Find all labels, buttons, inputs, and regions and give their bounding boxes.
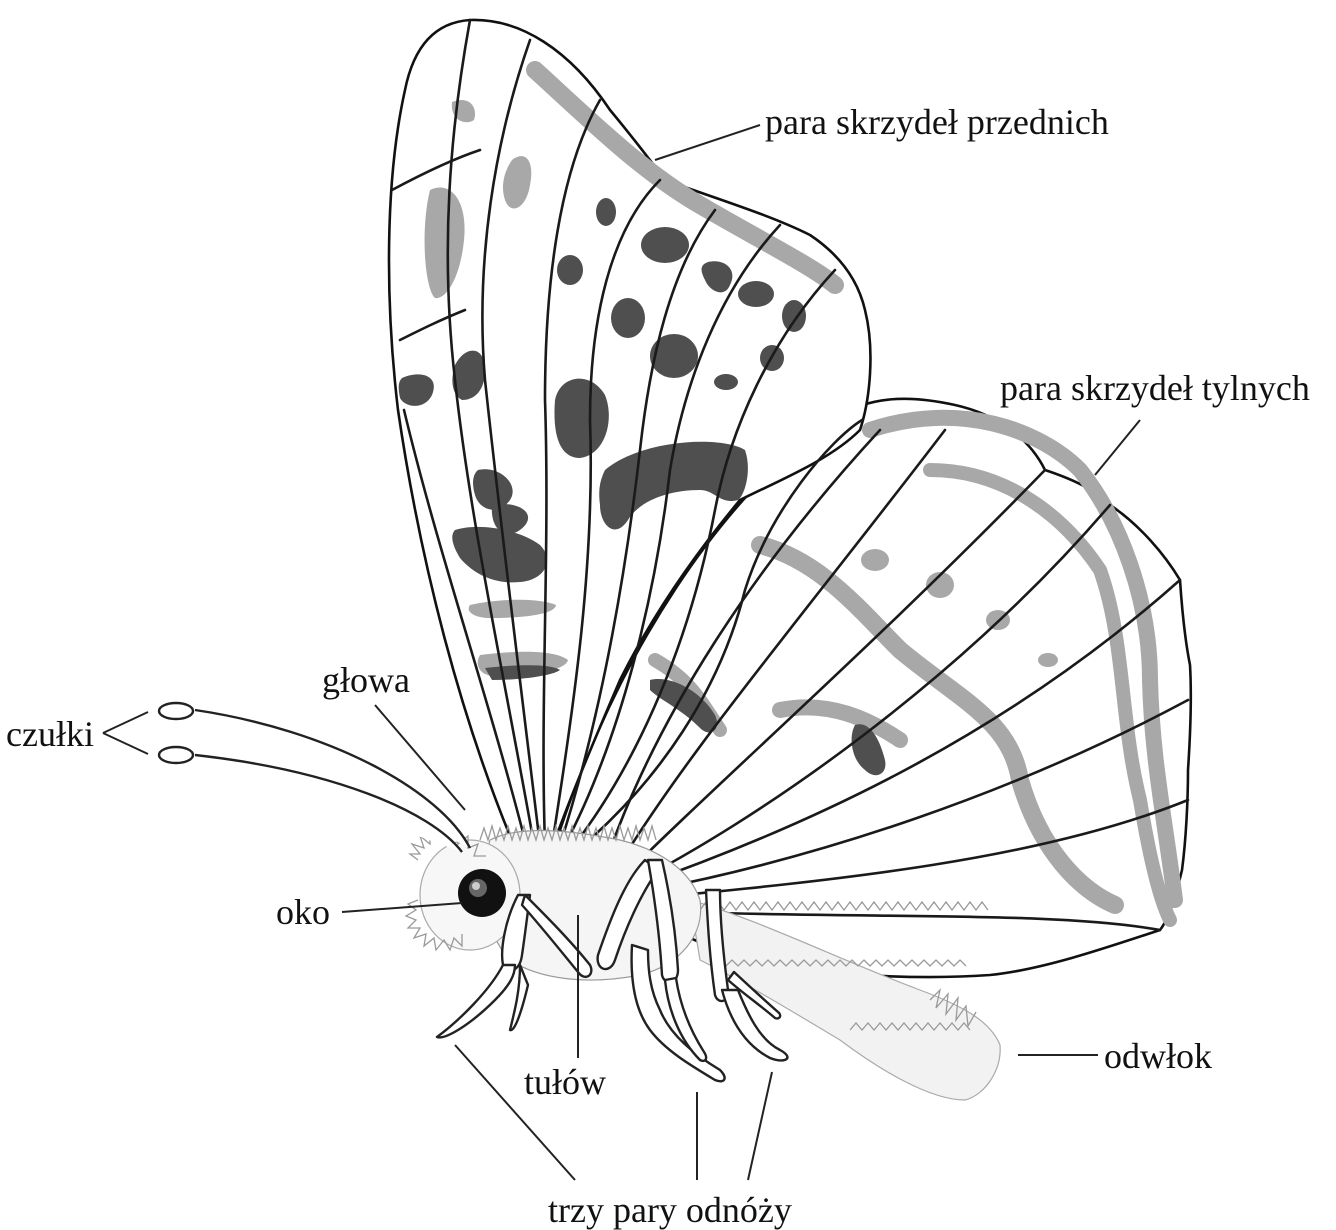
leader-antennae-upper [103, 712, 148, 733]
leader-hindwings [1095, 420, 1140, 475]
label-thorax: tułów [524, 1062, 606, 1102]
label-eye: oko [276, 892, 330, 932]
label-head: głowa [322, 660, 410, 700]
label-abdomen: odwłok [1104, 1036, 1212, 1076]
label-antennae: czułki [6, 714, 94, 754]
antennae [159, 703, 470, 852]
label-hindwings: para skrzydeł tylnych [1000, 368, 1310, 408]
label-legs: trzy pary odnóży [548, 1190, 792, 1230]
leader-legs-3 [748, 1072, 772, 1180]
leader-forewings [655, 125, 760, 160]
leader-antennae-lower [103, 733, 148, 754]
label-forewings: para skrzydeł przednich [765, 102, 1109, 142]
